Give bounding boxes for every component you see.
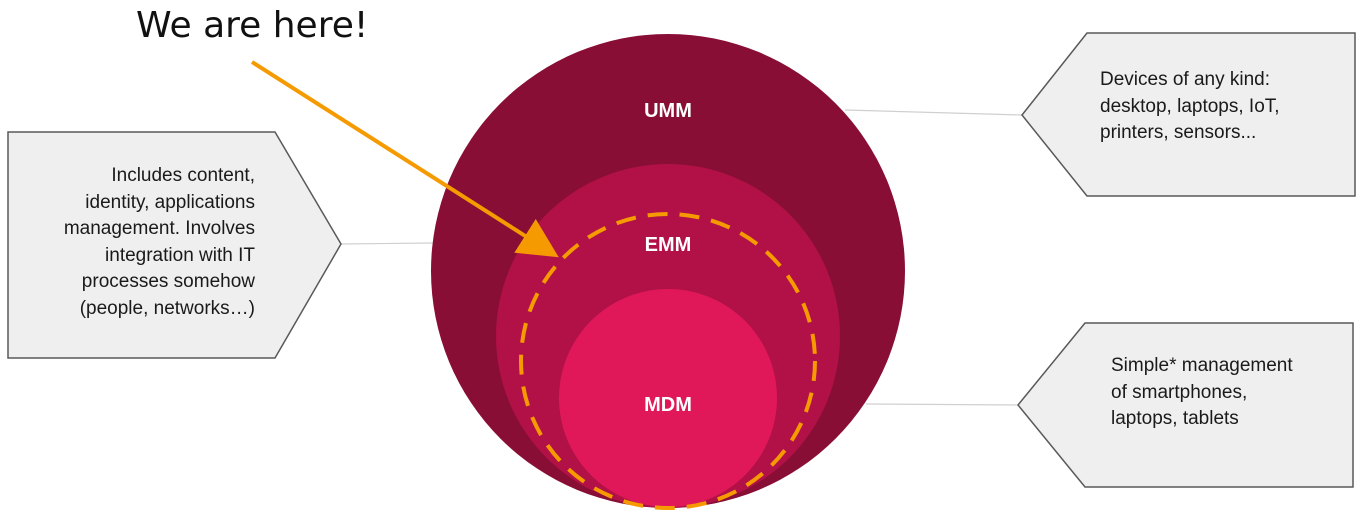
callout-bottom-right-shape [1017,322,1354,488]
current-scope-dashed-ring [519,212,817,510]
we-are-here-label: We are here! [136,5,369,46]
emm-label: EMM [645,234,692,256]
here-arrow [250,60,559,258]
connector-left [340,242,434,245]
umm-label: UMM [644,100,692,122]
connector-bottom-right [865,403,1019,406]
mdm-label: MDM [644,394,692,416]
callout-top-right-shape [1021,32,1356,197]
connector-top-right [844,109,1023,116]
callout-bottom-right-text: Simple* management of smartphones, lapto… [1111,355,1293,429]
callout-left-shape [7,131,342,359]
callout-top-right-text: Devices of any kind: desktop, laptops, I… [1100,69,1280,143]
callout-left-text: Includes content, identity, applications… [63,165,255,319]
mdm-circle [559,289,777,507]
